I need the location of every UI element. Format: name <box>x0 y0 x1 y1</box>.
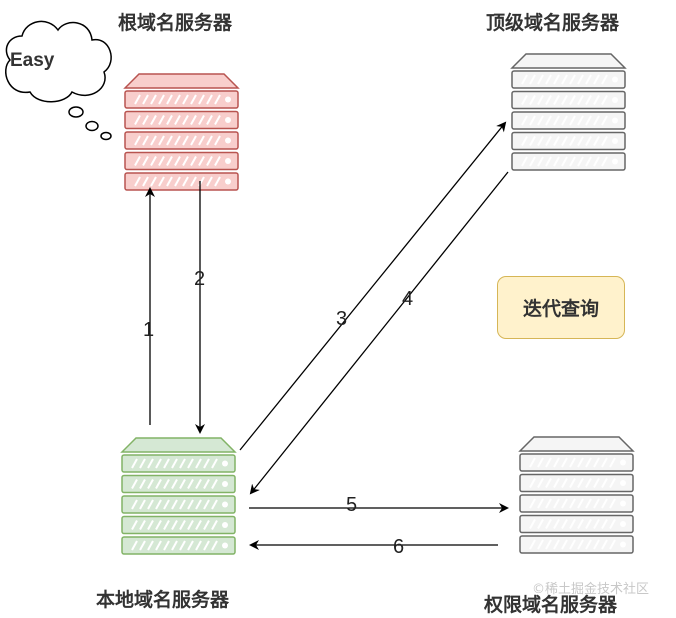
step-label-1: 1 <box>143 319 155 341</box>
root-server-label: 根域名服务器 <box>118 12 233 34</box>
root-server-icon <box>123 73 240 191</box>
iterative-query-badge: 迭代查询 <box>497 276 625 339</box>
thought-cloud <box>5 20 112 141</box>
authoritative-server-icon <box>518 436 635 554</box>
step-label-6: 6 <box>393 536 405 558</box>
watermark: ©稀土掘金技术社区 <box>532 582 650 597</box>
tld-server-icon <box>510 53 627 171</box>
step-label-2: 2 <box>194 268 206 290</box>
arrow-4 <box>249 171 509 495</box>
arrow-3 <box>239 121 507 451</box>
step-label-5: 5 <box>346 494 358 516</box>
tld-server-label: 顶级域名服务器 <box>486 12 620 34</box>
local-server-label: 本地域名服务器 <box>96 589 230 611</box>
step-label-4: 4 <box>402 288 414 310</box>
thought-bubble-text: Easy <box>10 50 55 71</box>
authoritative-server-label: 权限域名服务器 <box>484 594 618 616</box>
step-label-3: 3 <box>336 308 348 330</box>
local-server-icon <box>120 437 237 555</box>
